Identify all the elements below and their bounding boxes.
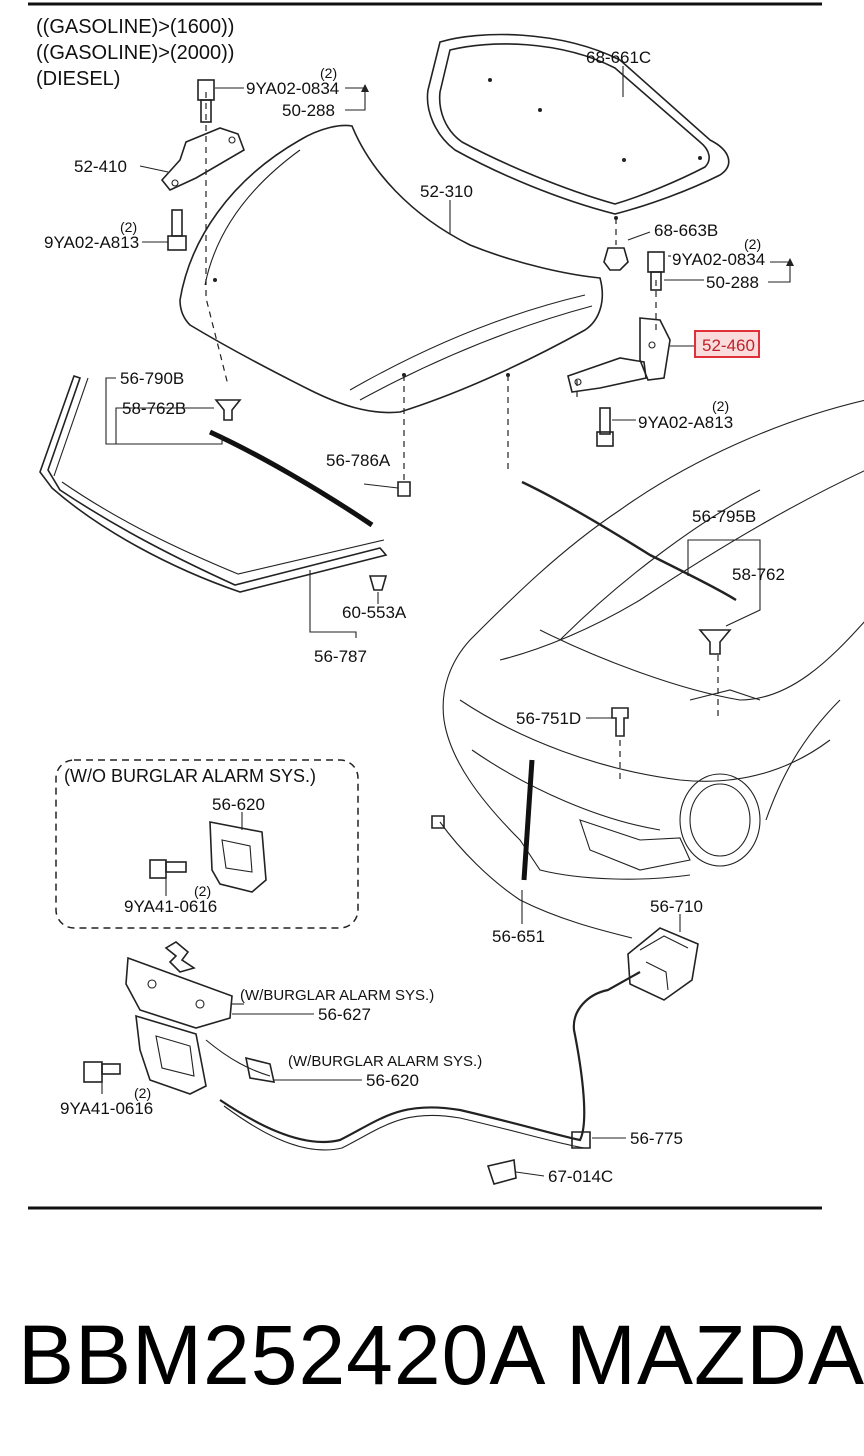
label-56-620-b: 56-620 bbox=[366, 1071, 419, 1090]
leader-67-014C bbox=[515, 1171, 545, 1177]
arrow-50-288-b bbox=[786, 258, 794, 266]
highlight-box-52-460 bbox=[694, 330, 760, 358]
label-9YA02-0834-a: 9YA02-0834 bbox=[246, 79, 339, 98]
wo-alarm-box bbox=[55, 759, 359, 929]
qty-9YA02-A813-a: (2) bbox=[120, 219, 137, 235]
leader-58-762B bbox=[116, 436, 223, 445]
qty-9YA02-0834-b: (2) bbox=[744, 236, 761, 252]
cable-56-651-run bbox=[439, 821, 633, 939]
footer-part-number: BBM252420A bbox=[18, 1308, 547, 1402]
clip-56-786A bbox=[397, 481, 411, 497]
footer: BBM252420A MAZDA bbox=[0, 1300, 864, 1410]
label-9YA02-0834-b: 9YA02-0834 bbox=[672, 250, 765, 269]
label-9YA41-0616-a: 9YA41-0616 bbox=[124, 897, 217, 916]
label-56-620-a: 56-620 bbox=[212, 795, 265, 814]
label-56-786A: 56-786A bbox=[326, 451, 391, 470]
label-52-410: 52-410 bbox=[74, 157, 127, 176]
condition-line-3: (DIESEL) bbox=[36, 68, 120, 90]
qty-9YA41-0616-b: (2) bbox=[134, 1085, 151, 1101]
label-56-751D: 56-751D bbox=[516, 709, 581, 728]
cable-clip-67-014C bbox=[486, 1159, 517, 1185]
label-68-661C: 68-661C bbox=[586, 48, 651, 67]
bracket-56-790B bbox=[105, 377, 214, 445]
label-56-775: 56-775 bbox=[630, 1129, 683, 1148]
label-58-762B: 58-762B bbox=[122, 399, 186, 418]
release-cable-lower bbox=[219, 971, 641, 1143]
label-9YA02-A813-b: 9YA02-A813 bbox=[638, 413, 733, 432]
bracket-50-288-b bbox=[768, 261, 791, 283]
rod-clip-58-762 bbox=[698, 629, 732, 655]
label-58-762: 58-762 bbox=[732, 565, 785, 584]
hood-release-cable-56-651 bbox=[521, 759, 535, 881]
label-56-787: 56-787 bbox=[314, 647, 367, 666]
footer-brand: MAZDA bbox=[566, 1308, 864, 1402]
label-56-710: 56-710 bbox=[650, 897, 703, 916]
label-56-795B: 56-795B bbox=[692, 507, 756, 526]
label-52-310: 52-310 bbox=[420, 182, 473, 201]
leader-52-410 bbox=[139, 165, 169, 173]
hood-bumper-56-751D bbox=[611, 707, 629, 737]
leader-68-663B bbox=[627, 231, 651, 241]
condition-line-1: ((GASOLINE)>(1600)) bbox=[36, 16, 234, 38]
condition-line-2: ((GASOLINE)>(2000)) bbox=[36, 42, 234, 64]
label-60-553A: 60-553A bbox=[342, 603, 407, 622]
note-56-620-b: (W/BURGLAR ALARM SYS.) bbox=[288, 1053, 482, 1070]
install-line-left-hinge bbox=[205, 92, 229, 386]
wo-alarm-box-title: (W/O BURGLAR ALARM SYS.) bbox=[64, 766, 316, 786]
label-9YA41-0616-b: 9YA41-0616 bbox=[60, 1099, 153, 1118]
label-52-460[interactable]: 52-460 bbox=[702, 336, 755, 355]
note-56-627: (W/BURGLAR ALARM SYS.) bbox=[240, 987, 434, 1004]
label-50-288-a: 50-288 bbox=[282, 101, 335, 120]
label-56-651: 56-651 bbox=[492, 927, 545, 946]
hood-panel bbox=[179, 124, 618, 414]
right-hinge-assembly bbox=[567, 251, 671, 447]
bracket-56-795B bbox=[687, 539, 761, 627]
hood-bumper-stopper bbox=[603, 247, 629, 271]
hood-release-handle-56-710 bbox=[627, 927, 699, 1001]
vehicle-front-outline bbox=[442, 399, 864, 880]
hood-support-rod bbox=[521, 480, 737, 602]
hood-latch-56-620-a bbox=[149, 821, 267, 893]
seal-clip-58-762B bbox=[214, 399, 242, 421]
qty-9YA02-0834-a: (2) bbox=[320, 65, 337, 81]
label-56-627: 56-627 bbox=[318, 1005, 371, 1024]
clip-60-553A bbox=[368, 575, 388, 591]
hood-seal-strip bbox=[208, 429, 374, 528]
label-50-288-b: 50-288 bbox=[706, 273, 759, 292]
qty-9YA41-0616-a: (2) bbox=[194, 883, 211, 899]
release-cable-lower-inner bbox=[223, 1105, 585, 1151]
qty-9YA02-A813-b: (2) bbox=[712, 398, 729, 414]
cowl-grille-seal bbox=[39, 374, 388, 593]
hood-insulator bbox=[426, 33, 730, 215]
cable-clip-56-775 bbox=[571, 1131, 591, 1149]
label-9YA02-A813-a: 9YA02-A813 bbox=[44, 233, 139, 252]
label-67-014C: 67-014C bbox=[548, 1167, 613, 1186]
bracket-50-288-a bbox=[345, 87, 366, 111]
leader-56-786A bbox=[363, 483, 399, 489]
cable-end-56-651 bbox=[431, 815, 445, 829]
bracket-56-787 bbox=[309, 570, 357, 638]
left-hinge-assembly bbox=[160, 79, 245, 251]
label-56-790B: 56-790B bbox=[120, 369, 184, 388]
latch-assembly-lower bbox=[83, 941, 276, 1095]
arrow-50-288-a bbox=[361, 84, 369, 92]
label-68-663B: 68-663B bbox=[654, 221, 718, 240]
